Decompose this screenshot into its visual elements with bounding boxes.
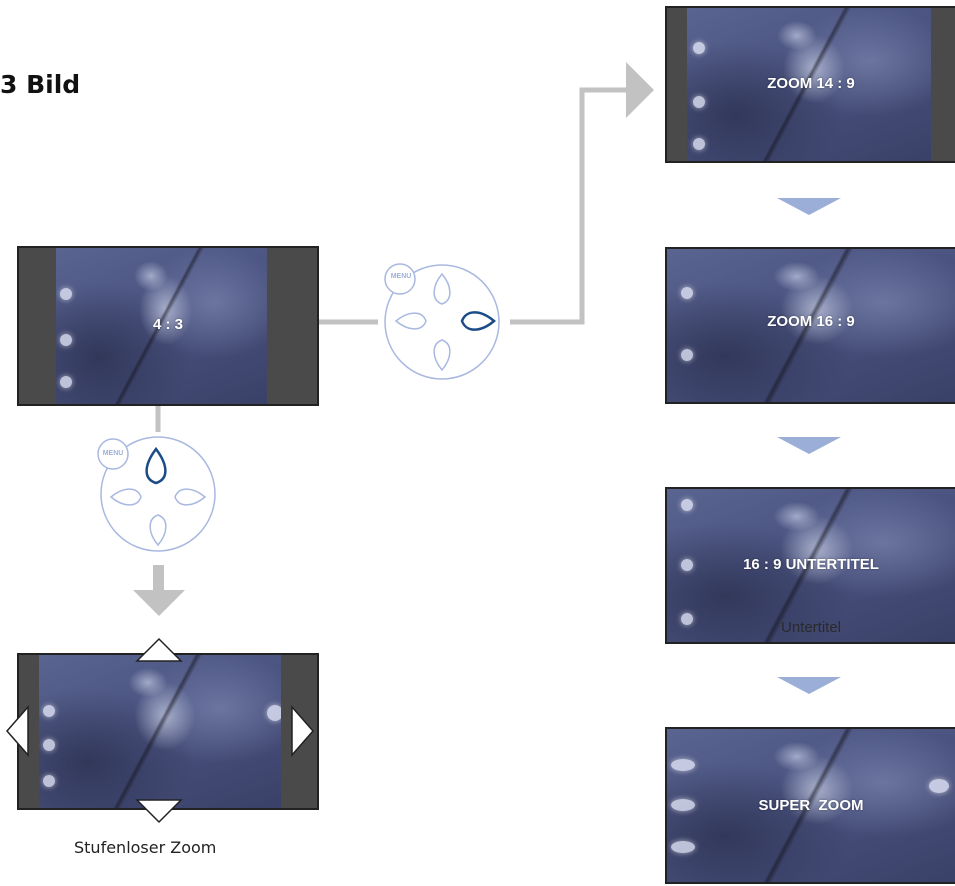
light-spot — [929, 779, 949, 793]
screen-4-3: 4 : 3 — [17, 246, 319, 406]
light-spot — [60, 376, 72, 388]
screen-zoom-14-9: ZOOM 14 : 9 — [665, 6, 955, 163]
screen-format-label: ZOOM 16 : 9 — [767, 313, 855, 330]
light-spot — [671, 841, 695, 853]
light-spot — [693, 138, 705, 150]
light-spot — [60, 288, 72, 300]
light-spot — [671, 759, 695, 771]
concert-photo — [39, 655, 281, 808]
concert-photo — [667, 249, 955, 402]
light-spot — [693, 96, 705, 108]
screen-16-9-subtitle: 16 : 9 UNTERTITEL Untertitel — [665, 487, 955, 644]
screen-format-label: 4 : 3 — [152, 316, 183, 333]
left-black-bar — [19, 248, 56, 404]
concert-photo — [56, 248, 267, 404]
left-black-bar — [667, 8, 687, 161]
concert-photo — [687, 8, 931, 161]
arrow-down-free-zoom-head — [133, 590, 185, 616]
screen-super-zoom: SUPER ZOOM — [665, 727, 955, 884]
screen-zoom-16-9: ZOOM 16 : 9 — [665, 247, 955, 404]
menu-button — [384, 263, 416, 295]
concert-photo — [667, 729, 955, 882]
left-key — [394, 312, 427, 330]
right-key-highlighted — [460, 311, 496, 331]
menu-label: MENU — [390, 273, 412, 280]
right-black-bar — [931, 8, 955, 161]
screen-format-label: 16 : 9 UNTERTITEL — [743, 556, 879, 573]
arrow-to-zoom14 — [626, 62, 654, 118]
remote-navigation-pad — [384, 263, 500, 380]
light-spot — [681, 287, 693, 299]
up-key — [433, 272, 451, 305]
arrow-down-1 — [777, 198, 841, 215]
up-key-highlighted — [145, 446, 167, 485]
light-spot — [693, 42, 705, 54]
zoom-down-icon — [135, 799, 183, 824]
left-key — [109, 488, 142, 506]
zoom-left-icon — [6, 705, 29, 757]
zoom-direction-arrows — [6, 637, 314, 824]
arrow-down-free-zoom-shaft — [153, 565, 164, 591]
zoom-right-icon — [291, 705, 314, 757]
page-heading: 3 Bild — [0, 70, 81, 99]
zoom-up-icon — [135, 637, 183, 662]
menu-button — [97, 438, 129, 470]
remote-navigation-pad-lower — [97, 436, 216, 552]
screen-free-zoom — [17, 653, 319, 810]
free-zoom-caption: Stufenloser Zoom — [74, 838, 217, 857]
light-spot — [681, 349, 693, 361]
light-spot — [681, 499, 693, 511]
down-key — [149, 514, 167, 547]
right-black-bar — [267, 248, 317, 404]
light-spot — [60, 334, 72, 346]
subtitle-text: Untertitel — [780, 619, 842, 636]
screen-format-label: SUPER ZOOM — [758, 797, 864, 814]
screen-format-label: ZOOM 14 : 9 — [767, 75, 855, 92]
menu-label-lower: MENU — [102, 450, 124, 457]
arrow-down-2 — [777, 437, 841, 454]
right-key — [174, 488, 207, 506]
connector-remote-to-zoom14 — [510, 87, 628, 325]
remote-pad-circle — [384, 264, 500, 380]
arrow-down-3 — [777, 677, 841, 694]
concert-photo — [667, 489, 955, 642]
remote-pad-circle — [100, 436, 216, 552]
down-key — [433, 339, 451, 372]
left-black-bar — [19, 655, 39, 808]
